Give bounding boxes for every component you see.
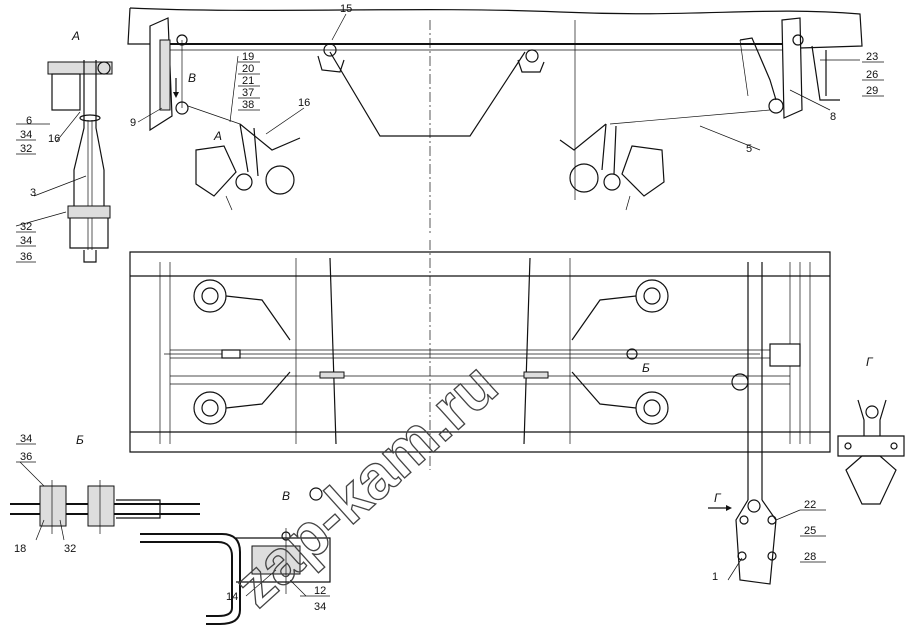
callout-16-side: 16 — [298, 97, 310, 109]
leader-lines — [15, 13, 860, 597]
callout-34-a2: 34 — [20, 235, 32, 247]
detail-v — [140, 487, 331, 625]
callout-16-a: 16 — [48, 133, 60, 145]
callout-37: 37 — [242, 87, 254, 99]
callout-38: 38 — [242, 99, 254, 111]
detail-g — [837, 399, 905, 505]
callout-32-a: 32 — [20, 143, 32, 155]
view-label-v-detail: В — [282, 489, 290, 503]
callout-26: 26 — [866, 69, 878, 81]
callout-3: 3 — [30, 187, 36, 199]
callout-8: 8 — [830, 111, 836, 123]
right-brake-unit — [559, 123, 665, 211]
callout-22: 22 — [804, 499, 816, 511]
callout-36-b: 36 — [20, 451, 32, 463]
callout-9: 9 — [130, 117, 136, 129]
callout-19: 19 — [242, 51, 254, 63]
view-label-g-arrow: Г — [714, 491, 722, 505]
callout-20: 20 — [242, 63, 254, 75]
callout-25: 25 — [804, 525, 816, 537]
callout-28: 28 — [804, 551, 816, 563]
callout-6: 6 — [26, 115, 32, 127]
callout-18: 18 — [14, 543, 26, 555]
view-label-g: Г — [866, 355, 874, 369]
callout-29: 29 — [866, 85, 878, 97]
callout-14: 14 — [226, 591, 238, 603]
callout-1: 1 — [712, 571, 718, 583]
view-label-a-side: А — [213, 129, 222, 143]
detail-a — [47, 60, 113, 263]
side-view — [127, 7, 863, 235]
callout-5: 5 — [746, 143, 752, 155]
callout-21: 21 — [242, 75, 254, 87]
view-label-b-plan: Б — [642, 361, 650, 375]
view-label-b: Б — [76, 433, 84, 447]
callout-36-a: 36 — [20, 251, 32, 263]
callout-23: 23 — [866, 51, 878, 63]
callout-34-v: 34 — [314, 601, 326, 613]
callout-34-b: 34 — [20, 433, 32, 445]
plan-view — [129, 240, 831, 500]
callout-34-a: 34 — [20, 129, 32, 141]
labels: А А Б Б В В Г Г 15 23 26 29 8 5 9 19 20 … — [14, 3, 878, 613]
callout-underlines — [16, 61, 884, 597]
callout-32-b: 32 — [64, 543, 76, 555]
view-label-a: А — [71, 29, 80, 43]
callout-15: 15 — [340, 3, 352, 15]
view-label-v: В — [188, 71, 196, 85]
left-brake-unit — [195, 123, 301, 211]
callout-32-a2: 32 — [20, 221, 32, 233]
callout-12: 12 — [314, 585, 326, 597]
lever-handle — [708, 499, 777, 585]
detail-b — [10, 480, 200, 534]
watermark: zap-kam.ru — [221, 350, 510, 620]
